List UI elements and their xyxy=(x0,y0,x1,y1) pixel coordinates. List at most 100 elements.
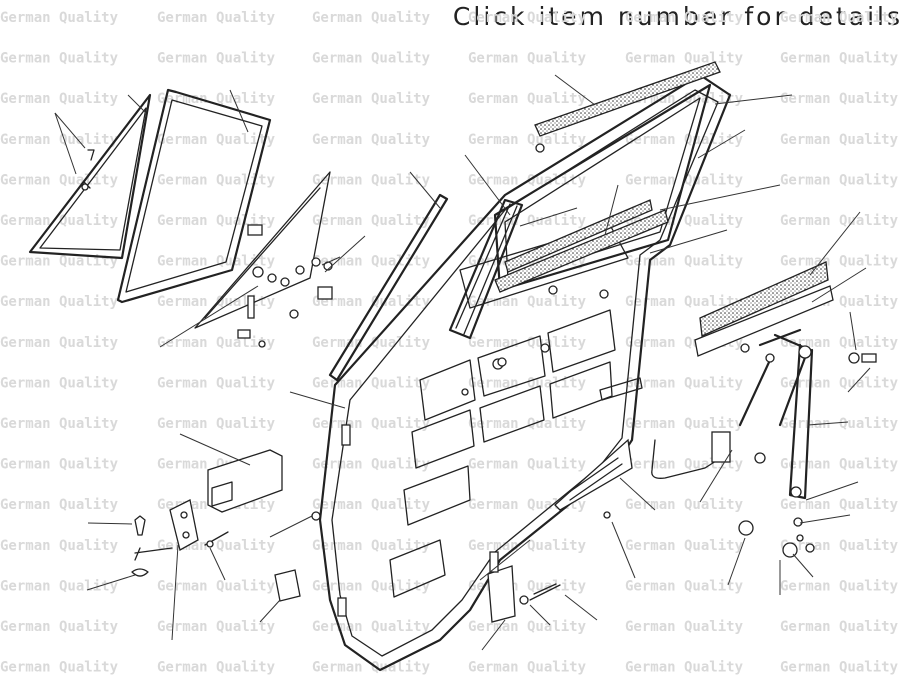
watermark-text: German Quality xyxy=(0,538,119,554)
watermark-text: German Quality xyxy=(625,254,744,270)
watermark-text: German Quality xyxy=(312,51,431,67)
watermark-text: German Quality xyxy=(157,254,276,270)
watermark-text: German Quality xyxy=(312,457,431,473)
watermark-text: German Quality xyxy=(780,91,899,107)
watermark-text: German Quality xyxy=(312,132,431,148)
watermark-text: German Quality xyxy=(157,10,276,26)
door-hinge[interactable] xyxy=(487,551,561,623)
watermark-text: German Quality xyxy=(780,660,899,676)
watermark-text: German Quality xyxy=(0,213,119,229)
watermark-text: German Quality xyxy=(312,213,431,229)
watermark-text: German Quality xyxy=(0,457,119,473)
watermark-text: German Quality xyxy=(157,619,276,635)
quarter-window-frame[interactable] xyxy=(28,93,152,260)
watermark-text: German Quality xyxy=(312,578,431,594)
watermark-text: German Quality xyxy=(625,10,744,26)
watermark-text: German Quality xyxy=(0,335,119,351)
instructions-title: Click item number for details xyxy=(452,2,903,31)
watermark-text: German Quality xyxy=(780,457,899,473)
window-scraper-strip[interactable] xyxy=(694,261,834,357)
watermark-text: German Quality xyxy=(0,132,119,148)
watermark-text: German Quality xyxy=(780,619,899,635)
watermark-text: German Quality xyxy=(625,619,744,635)
watermark-text: German Quality xyxy=(468,335,587,351)
watermark-text: German Quality xyxy=(780,10,899,26)
watermark-text: German Quality xyxy=(625,660,744,676)
watermark-text: German Quality xyxy=(312,172,431,188)
watermark-text: German Quality xyxy=(780,254,899,270)
inner-run-channel[interactable] xyxy=(448,198,524,340)
watermark-text: German Quality xyxy=(468,51,587,67)
watermark-text: German Quality xyxy=(468,578,587,594)
watermark-text: German Quality xyxy=(0,254,119,270)
watermark-text: German Quality xyxy=(157,538,276,554)
watermark-text: German Quality xyxy=(0,172,119,188)
watermark-text: German Quality xyxy=(312,660,431,676)
watermark-text: German Quality xyxy=(157,132,276,148)
door-lock-mechanism[interactable] xyxy=(131,499,229,577)
watermark-text: German Quality xyxy=(625,294,744,310)
watermark-text: German Quality xyxy=(157,416,276,432)
watermark-text: German Quality xyxy=(780,132,899,148)
watermark-text: German Quality xyxy=(780,213,899,229)
watermark-text: German Quality xyxy=(312,619,431,635)
watermark-text: German Quality xyxy=(0,10,119,26)
watermark-text: German Quality xyxy=(780,172,899,188)
watermark-text: German Quality xyxy=(0,375,119,391)
watermark-text: German Quality xyxy=(468,375,587,391)
door-pull-handle[interactable] xyxy=(207,449,283,513)
watermark-text: German Quality xyxy=(157,660,276,676)
watermark-text: German Quality xyxy=(625,578,744,594)
watermark-text: German Quality xyxy=(157,172,276,188)
watermark-text: German Quality xyxy=(468,619,587,635)
watermark-text: German Quality xyxy=(468,660,587,676)
watermark-text: German Quality xyxy=(312,497,431,513)
watermark-text: German Quality xyxy=(625,51,744,67)
watermark-text: German Quality xyxy=(625,416,744,432)
watermark-text: German Quality xyxy=(625,375,744,391)
watermark-text: German Quality xyxy=(0,497,119,513)
watermark-text: German Quality xyxy=(312,375,431,391)
watermark-text: German Quality xyxy=(468,132,587,148)
watermark-text: German Quality xyxy=(0,416,119,432)
window-regulator[interactable] xyxy=(651,328,814,500)
watermark-text: German Quality xyxy=(780,497,899,513)
watermark-text: German Quality xyxy=(157,51,276,67)
watermark-text: German Quality xyxy=(468,457,587,473)
watermark-text: German Quality xyxy=(468,91,587,107)
quarter-window-hardware[interactable] xyxy=(81,149,333,348)
watermark-text: German Quality xyxy=(312,294,431,310)
watermark-text: German Quality xyxy=(625,497,744,513)
watermark-text: German Quality xyxy=(780,578,899,594)
callout-leaders[interactable] xyxy=(54,74,871,651)
watermark-text: German Quality xyxy=(780,416,899,432)
quarter-window-seal[interactable] xyxy=(116,88,272,304)
watermark-text: German Quality xyxy=(468,538,587,554)
lock-cover-plate[interactable] xyxy=(274,569,301,602)
watermark-text: German Quality xyxy=(312,10,431,26)
watermark-text: German Quality xyxy=(625,538,744,554)
watermark-text: German Quality xyxy=(468,10,587,26)
watermark-text: German Quality xyxy=(157,578,276,594)
watermark-text: German Quality xyxy=(0,578,119,594)
watermark-text: German Quality xyxy=(0,294,119,310)
watermark-text: German Quality xyxy=(0,51,119,67)
watermark-text: German Quality xyxy=(780,51,899,67)
regulator-hardware[interactable] xyxy=(738,352,877,558)
watermark-text: German Quality xyxy=(0,91,119,107)
watermark-text: German Quality xyxy=(0,619,119,635)
watermark-text: German Quality xyxy=(0,660,119,676)
run-channel-strip[interactable] xyxy=(328,193,449,382)
watermark-text: German Quality xyxy=(312,91,431,107)
watermark-text: German Quality xyxy=(157,375,276,391)
watermark-text: German Quality xyxy=(157,335,276,351)
window-felt-inner[interactable] xyxy=(494,199,669,293)
watermark-text: German Quality xyxy=(157,294,276,310)
armrest-pocket[interactable] xyxy=(554,438,633,511)
watermark-text: German Quality xyxy=(468,294,587,310)
watermark-text: German Quality xyxy=(312,538,431,554)
watermark-text: German Quality xyxy=(468,416,587,432)
window-felt-top[interactable] xyxy=(534,61,721,137)
